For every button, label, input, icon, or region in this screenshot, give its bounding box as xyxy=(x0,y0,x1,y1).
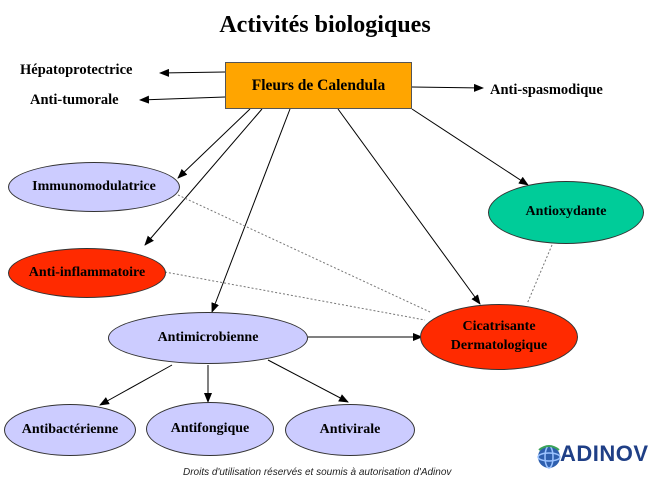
node-immunomodulatrice: Immunomodulatrice xyxy=(8,162,180,212)
dotted-immuno-to-cicatrisante xyxy=(177,194,431,313)
copyright-footer: Droits d'utilisation réservés et soumis … xyxy=(183,467,452,478)
node-cicatrisante-label: Cicatrisante xyxy=(462,319,536,335)
label-anti-spasmodique: Anti-spasmodique xyxy=(490,82,603,98)
node-antifongique: Antifongique xyxy=(146,402,274,456)
arrow-to-antivirale xyxy=(267,359,349,403)
node-antimicrobienne: Antimicrobienne xyxy=(108,312,308,364)
arrow-to-anti-inflammatoire xyxy=(144,108,263,246)
arrow-to-antioxydante xyxy=(411,108,529,186)
node-antioxydante-label: Antioxydante xyxy=(525,204,607,220)
arrow-to-anti-spasmodique xyxy=(411,83,484,92)
node-dermatologique-label: Dermatologique xyxy=(450,338,548,353)
node-antibacterienne-label: Antibactérienne xyxy=(21,421,119,437)
source-label: Fleurs de Calendula xyxy=(251,76,386,94)
label-anti-tumorale: Anti-tumorale xyxy=(30,92,119,108)
arrow-to-anti-tumorale xyxy=(139,95,226,104)
node-anti-inflammatoire: Anti-inflammatoire xyxy=(8,248,166,298)
arrow-to-immunomodulatrice xyxy=(177,108,251,179)
diagram-title: Activités biologiques xyxy=(219,12,431,38)
adinov-logo-text: ADINOV xyxy=(560,441,649,466)
node-anti-inflammatoire-label: Anti-inflammatoire xyxy=(28,264,146,280)
node-antifongique-label: Antifongique xyxy=(170,420,250,436)
dotted-inflam-to-cicatrisante xyxy=(164,271,426,321)
label-hepatoprotectrice: Hépatoprotectrice xyxy=(20,62,133,78)
node-cicatrisante-dermatologique: Cicatrisante Dermatologique xyxy=(420,304,578,370)
dotted-antioxydante-to-cicatrisante xyxy=(526,244,553,305)
arrow-to-antimicrobienne xyxy=(211,108,291,313)
arrow-to-antibacterienne xyxy=(99,364,173,406)
arrow-to-hepatoprotectrice xyxy=(159,68,226,77)
node-antivirale-label: Antivirale xyxy=(319,421,381,437)
node-immunomodulatrice-label: Immunomodulatrice xyxy=(32,178,156,194)
node-antioxydante: Antioxydante xyxy=(488,181,644,244)
node-antimicrobienne-label: Antimicrobienne xyxy=(157,329,259,345)
node-antivirale: Antivirale xyxy=(285,404,415,456)
globe-icon xyxy=(537,445,561,469)
source-box-calendula: Fleurs de Calendula xyxy=(225,62,412,109)
node-antibacterienne: Antibactérienne xyxy=(4,404,136,456)
adinov-logo: ADINOV xyxy=(536,438,649,476)
arrow-to-cicatrisante xyxy=(337,108,481,305)
